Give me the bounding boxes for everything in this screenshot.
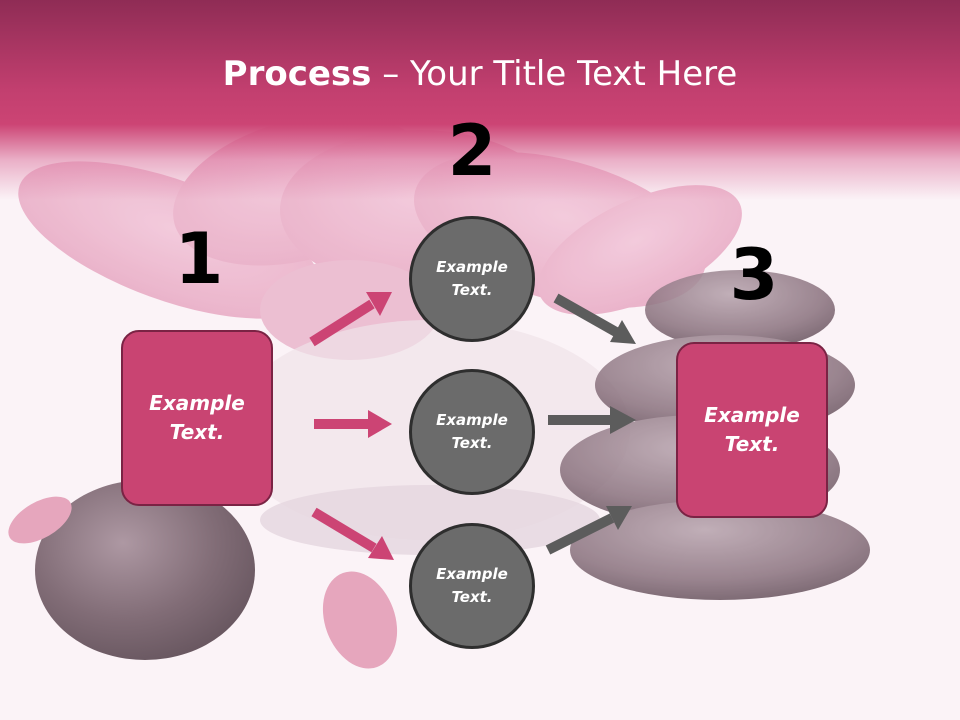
step-circle-bottom: Example Text. [409, 523, 535, 649]
step-circle-top-text: Example Text. [436, 258, 508, 299]
title-separator: – [371, 54, 411, 94]
arrow-gray-down [553, 293, 619, 337]
step-circle-top: Example Text. [409, 216, 535, 342]
title-band [0, 0, 960, 200]
step-box-1-text: Example Text. [149, 391, 245, 444]
step-box-1: Example Text. [121, 330, 273, 506]
step-box-3-text: Example Text. [704, 403, 800, 456]
page-title: Process – Your Title Text Here [0, 54, 960, 94]
title-rest: Your Title Text Here [410, 54, 738, 94]
step-circle-middle: Example Text. [409, 369, 535, 495]
step-number-2: 2 [447, 110, 497, 192]
step-number-3: 3 [729, 234, 779, 316]
step-number-1: 1 [174, 218, 224, 300]
step-circle-bottom-text: Example Text. [436, 565, 508, 606]
arrow-pink-up [309, 299, 375, 347]
arrow-pink-down [311, 507, 377, 553]
step-circle-middle-text: Example Text. [436, 411, 508, 452]
step-box-3: Example Text. [676, 342, 828, 518]
title-bold: Process [222, 54, 372, 94]
arrow-gray-up [545, 513, 615, 555]
